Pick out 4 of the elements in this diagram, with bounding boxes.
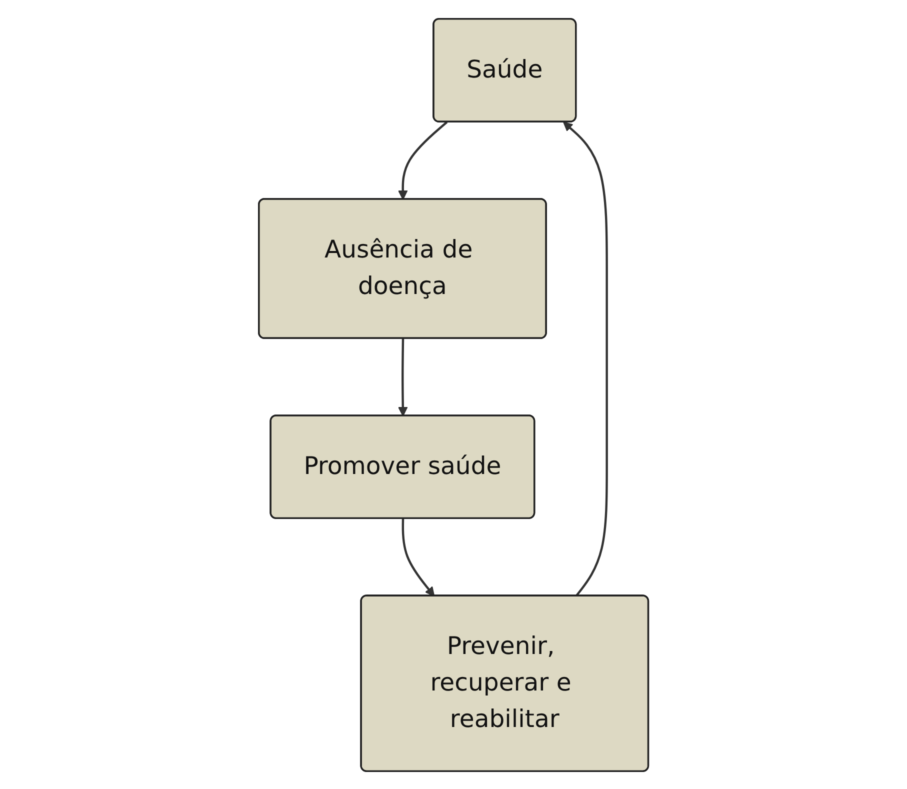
arrow — [402, 518, 435, 596]
arrow — [563, 121, 608, 596]
arrow — [398, 338, 408, 416]
arrow — [398, 120, 448, 200]
